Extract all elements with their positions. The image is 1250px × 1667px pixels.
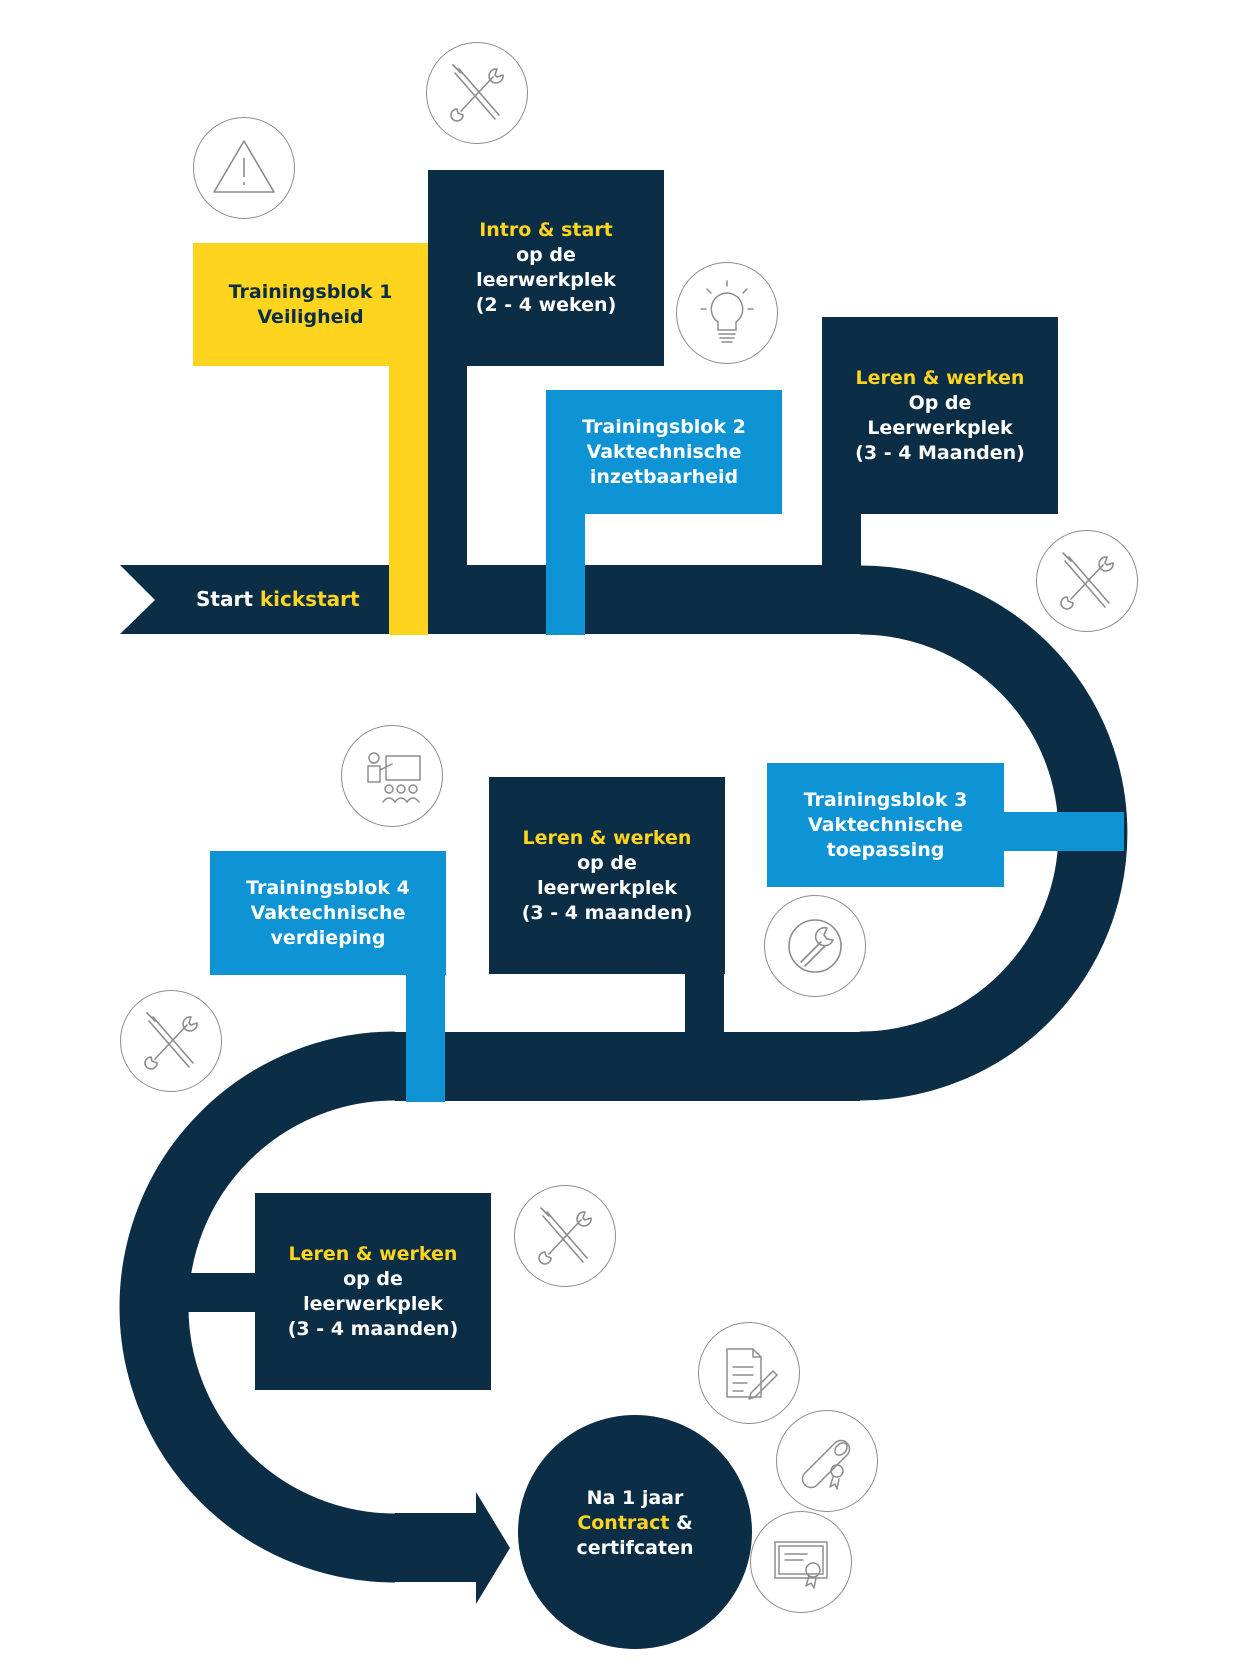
start-prefix: Start [196, 587, 253, 611]
finish-highlight: Contract [577, 1512, 670, 1534]
leren3-line4: (3 - 4 maanden) [287, 1317, 459, 1340]
leren3-line3: leerwerkplek [303, 1292, 443, 1315]
trainingsblok3-line3: toepassing [826, 838, 945, 861]
start-label: Start kickstart [196, 584, 360, 614]
trainingsblok2-line3: inzetbaarheid [589, 465, 739, 488]
step-trainingsblok1: Trainingsblok 1 Veiligheid [193, 243, 428, 366]
document-sign-icon [698, 1322, 800, 1424]
start-flag [120, 565, 400, 634]
step-trainingsblok4: Trainingsblok 4 Vaktechnische verdieping [210, 851, 446, 975]
post-trainingsblok1 [389, 360, 428, 635]
post-trainingsblok4 [406, 970, 445, 1102]
leren2-line3: leerwerkplek [537, 876, 677, 899]
post-trainingsblok3 [1000, 812, 1124, 851]
trainingsblok3-line2: Vaktechnische [808, 813, 963, 836]
post-leren2 [685, 970, 724, 1040]
start-highlight: kickstart [259, 587, 360, 611]
trainingsblok2-line2: Vaktechnische [586, 440, 742, 463]
leren1-highlight: Leren & werken [855, 366, 1025, 389]
leren1-line3: Leerwerkplek [867, 416, 1013, 439]
road-middle-segment [395, 1032, 860, 1101]
certificate-icon [750, 1511, 852, 1613]
presentation-icon [341, 725, 443, 827]
finish-circle [518, 1415, 752, 1649]
step-leren2: Leren & werken op de leerwerkplek (3 - 4… [489, 777, 725, 974]
leren1-line2: Op de [908, 391, 972, 414]
step-leren1: Leren & werken Op de Leerwerkplek (3 - 4… [822, 317, 1058, 514]
step-leren3: Leren & werken op de leerwerkplek (3 - 4… [255, 1193, 491, 1390]
lightbulb-icon [676, 262, 778, 364]
road-left-curve [119, 1031, 396, 1583]
trainingsblok4-title: Trainingsblok 4 [246, 876, 410, 899]
trainingsblok1-title: Trainingsblok 1 [228, 280, 393, 303]
trainingsblok2-title: Trainingsblok 2 [582, 415, 746, 438]
intro-line4: (2 - 4 weken) [475, 294, 617, 316]
warning-icon [193, 117, 295, 219]
post-leren3 [188, 1273, 256, 1312]
leren1-line4: (3 - 4 Maanden) [855, 441, 1025, 464]
post-leren1 [822, 510, 861, 570]
finish-line1: Na 1 jaar [586, 1487, 684, 1509]
post-intro [428, 360, 467, 570]
tools-icon [514, 1185, 616, 1287]
step-intro: Intro & start op de leerwerkplek (2 - 4 … [428, 170, 664, 366]
leren2-line2: op de [577, 851, 637, 874]
finish-line2: Contract & certifcaten [516, 1511, 754, 1561]
post-trainingsblok2 [546, 510, 585, 635]
intro-line3: leerwerkplek [476, 269, 616, 291]
diploma-icon [776, 1410, 878, 1512]
finish-label: Na 1 jaar Contract & certifcaten [516, 1486, 754, 1561]
road-bottom-segment [395, 1513, 480, 1582]
step-trainingsblok3: Trainingsblok 3 Vaktechnische toepassing [767, 763, 1004, 887]
trainingsblok3-title: Trainingsblok 3 [803, 788, 968, 811]
leren3-highlight: Leren & werken [288, 1242, 458, 1265]
trainingsblok4-line3: verdieping [270, 926, 386, 949]
tools-icon [120, 990, 222, 1092]
wrench-icon [764, 895, 866, 997]
leren2-highlight: Leren & werken [522, 826, 692, 849]
intro-highlight: Intro & start [479, 219, 613, 241]
trainingsblok1-subtitle: Veiligheid [257, 305, 364, 328]
tools-icon [1036, 530, 1138, 632]
leren2-line4: (3 - 4 maanden) [521, 901, 693, 924]
road-end-arrow [476, 1492, 510, 1604]
intro-line2: op de [516, 244, 576, 266]
leren3-line2: op de [343, 1267, 403, 1290]
step-trainingsblok2: Trainingsblok 2 Vaktechnische inzetbaarh… [546, 390, 782, 514]
trainingsblok4-line2: Vaktechnische [250, 901, 406, 924]
road-top-segment [395, 565, 860, 634]
finish-rest: & certifcaten [576, 1512, 694, 1559]
tools-icon [426, 42, 528, 144]
